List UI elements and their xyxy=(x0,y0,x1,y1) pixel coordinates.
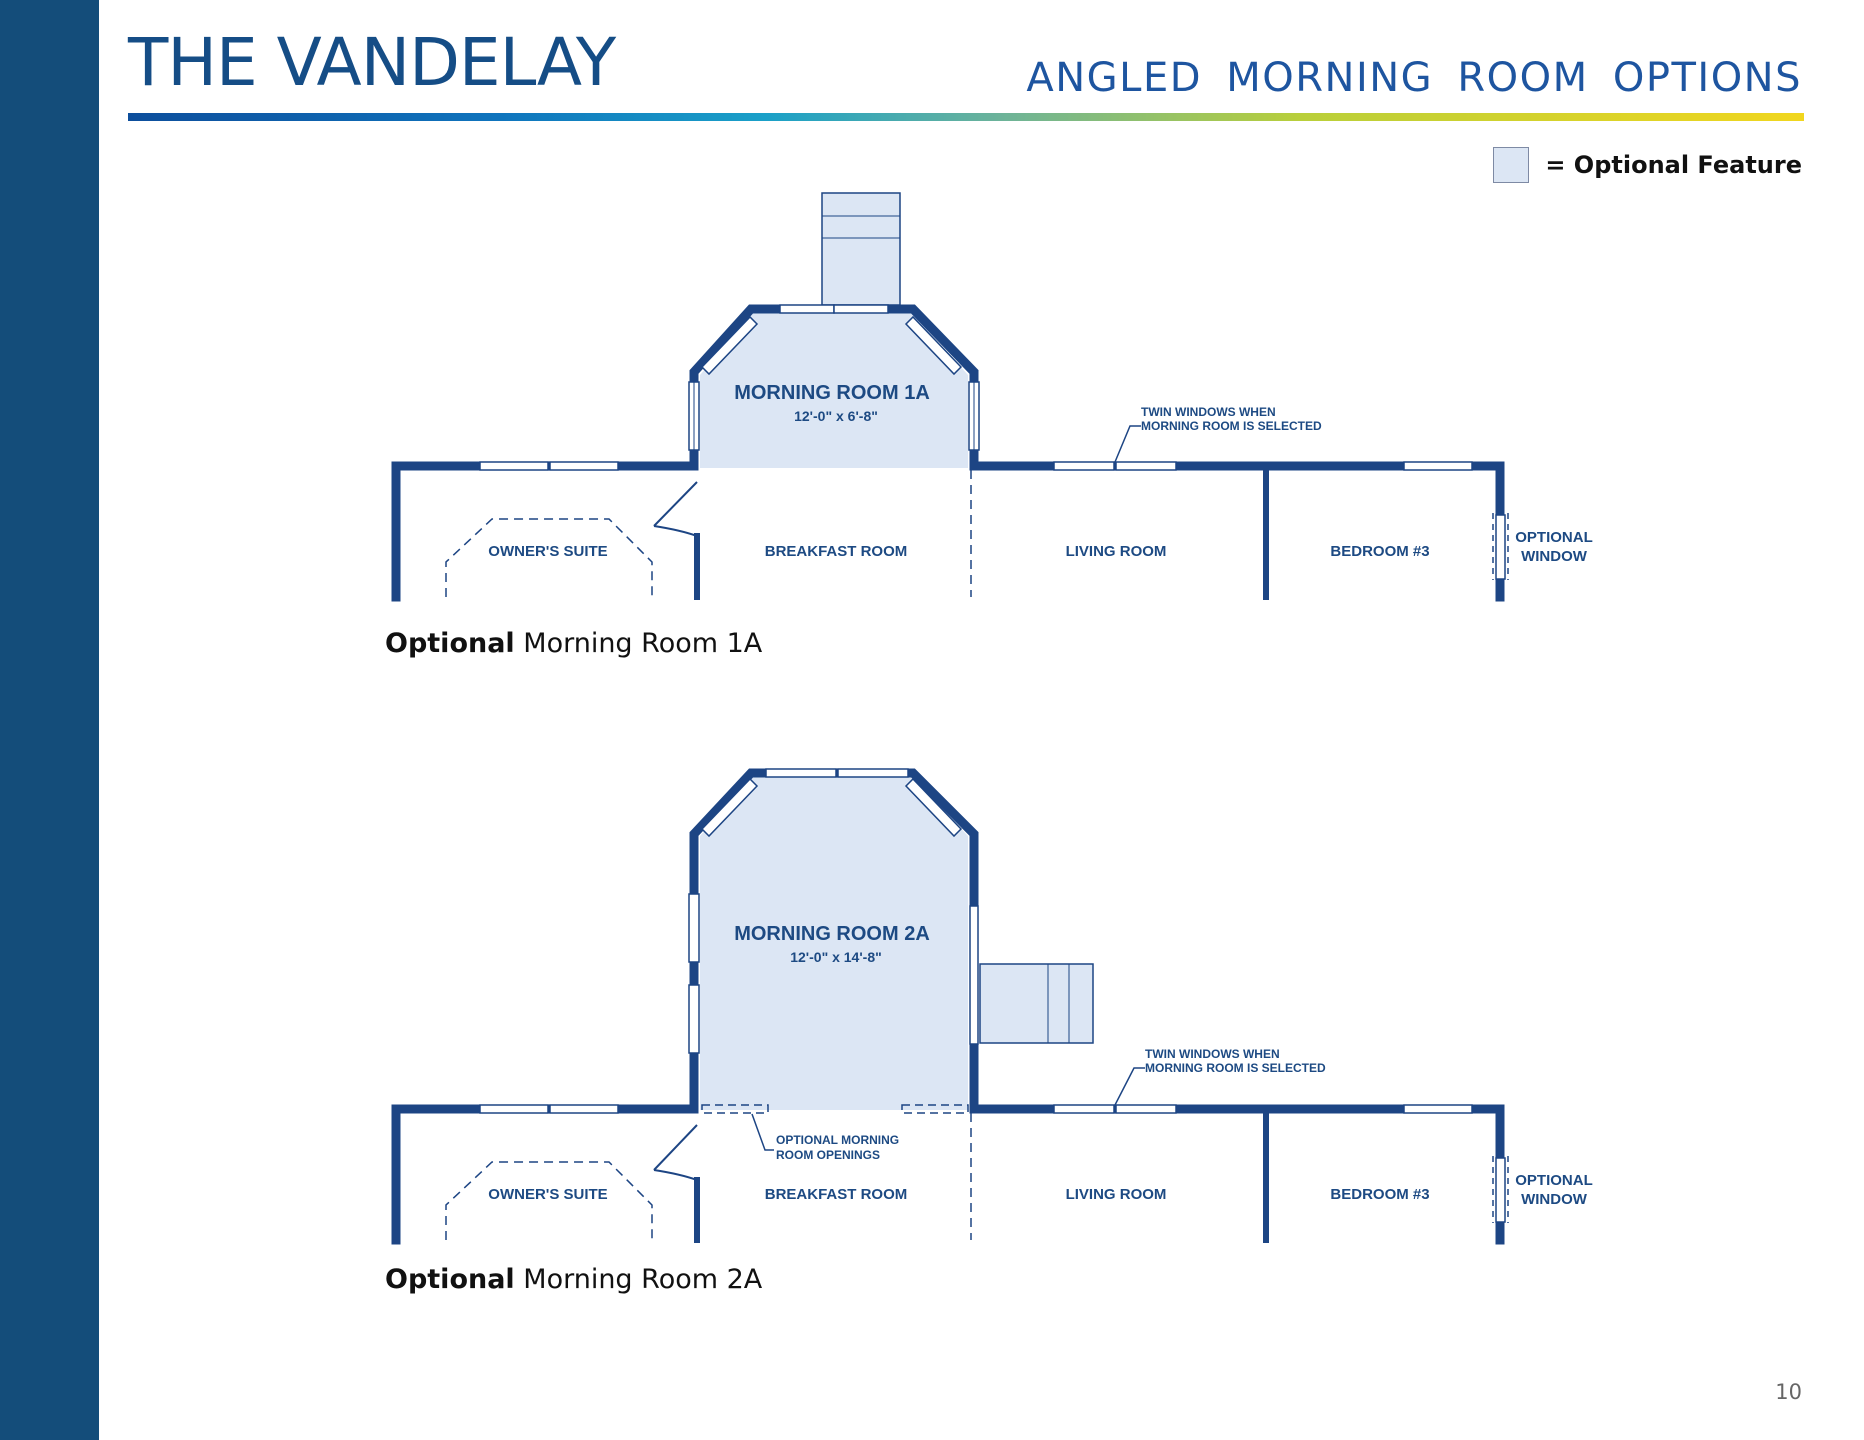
plan-2a-caption: Optional Morning Room 2A xyxy=(385,1264,762,1295)
header-gradient-rule xyxy=(128,113,1804,121)
openings-note-2a-line2: ROOM OPENINGS xyxy=(776,1148,880,1162)
living-room-label-1a: LIVING ROOM xyxy=(1066,543,1167,560)
left-sidebar-bar xyxy=(0,0,99,1440)
legend-label: = Optional Feature xyxy=(1545,151,1802,179)
exterior-walls-2a xyxy=(391,1104,1505,1245)
exterior-walls-1a xyxy=(391,461,1505,602)
plan-2a-caption-text: Morning Room 2A xyxy=(514,1264,763,1295)
page-subtitle: ANGLED MORNING ROOM OPTIONS xyxy=(1026,55,1802,101)
optional-feature-swatch xyxy=(1493,147,1530,183)
optional-window-label-1a-line2: WINDOW xyxy=(1521,548,1588,565)
owners-suite-tray-2a xyxy=(445,1161,653,1240)
legend: = Optional Feature xyxy=(1493,146,1802,184)
plan-1a-caption-text: Morning Room 1A xyxy=(514,628,763,659)
optional-window-dash-1a xyxy=(1492,513,1509,580)
optional-window-label-1a-line1: OPTIONAL xyxy=(1515,529,1593,546)
twin-windows-leader-1a xyxy=(1114,425,1141,463)
owners-suite-label-2a: OWNER'S SUITE xyxy=(488,1186,607,1203)
fireplace-2a xyxy=(979,963,1094,1044)
page-number: 10 xyxy=(1775,1380,1802,1404)
exterior-windows-2a xyxy=(479,1104,1506,1223)
twin-windows-note-1a-line2: MORNING ROOM IS SELECTED xyxy=(1141,419,1322,433)
bedroom-3-label-1a: BEDROOM #3 xyxy=(1330,543,1429,560)
morning-room-2a-name: MORNING ROOM 2A xyxy=(734,923,930,945)
optional-window-label-2a-line1: OPTIONAL xyxy=(1515,1172,1593,1189)
morning-room-1a-dims: 12'-0" x 6'-8" xyxy=(794,408,878,424)
plan-2a-caption-bold: Optional xyxy=(385,1264,515,1295)
optional-window-dash-2a xyxy=(1492,1156,1509,1223)
openings-leader-2a xyxy=(751,1113,774,1151)
morning-room-1a-name: MORNING ROOM 1A xyxy=(734,382,930,404)
morning-room-2a-area xyxy=(700,776,968,1110)
fireplace-1a xyxy=(821,192,901,306)
bedroom-3-label-2a: BEDROOM #3 xyxy=(1330,1186,1429,1203)
page-title: THE VANDELAY xyxy=(128,24,616,101)
optional-window-label-2a-line2: WINDOW xyxy=(1521,1191,1588,1208)
morning-room-1a-windows xyxy=(688,304,980,451)
plan-1a-caption-bold: Optional xyxy=(385,628,515,659)
twin-windows-leader-2a xyxy=(1114,1067,1145,1106)
twin-windows-note-1a-line1: TWIN WINDOWS WHEN xyxy=(1141,405,1276,419)
living-room-label-2a: LIVING ROOM xyxy=(1066,1186,1167,1203)
twin-windows-note-2a-line1: TWIN WINDOWS WHEN xyxy=(1145,1047,1280,1061)
openings-note-2a-line1: OPTIONAL MORNING xyxy=(776,1133,899,1147)
morning-room-1a-area xyxy=(700,312,968,468)
twin-windows-note-2a-line2: MORNING ROOM IS SELECTED xyxy=(1145,1061,1326,1075)
plan-1a-caption: Optional Morning Room 1A xyxy=(385,628,762,659)
owners-suite-door-2a xyxy=(653,1124,698,1181)
owners-suite-label-1a: OWNER'S SUITE xyxy=(488,543,607,560)
breakfast-room-label-1a: BREAKFAST ROOM xyxy=(765,543,908,560)
morning-room-2a-dims: 12'-0" x 14'-8" xyxy=(790,949,882,965)
morning-room-2a-windows xyxy=(688,768,979,1054)
owners-suite-door-1a xyxy=(653,481,698,537)
floor-plan-2a: MORNING ROOM 2A 12'-0" x 14'-8" OWNER'S … xyxy=(391,768,1593,1245)
owners-suite-tray-1a xyxy=(445,518,653,597)
floor-plan-1a: MORNING ROOM 1A 12'-0" x 6'-8" OWNER'S S… xyxy=(391,192,1593,602)
exterior-windows-1a xyxy=(479,461,1506,580)
optional-openings-2a xyxy=(701,1104,969,1114)
breakfast-room-label-2a: BREAKFAST ROOM xyxy=(765,1186,908,1203)
